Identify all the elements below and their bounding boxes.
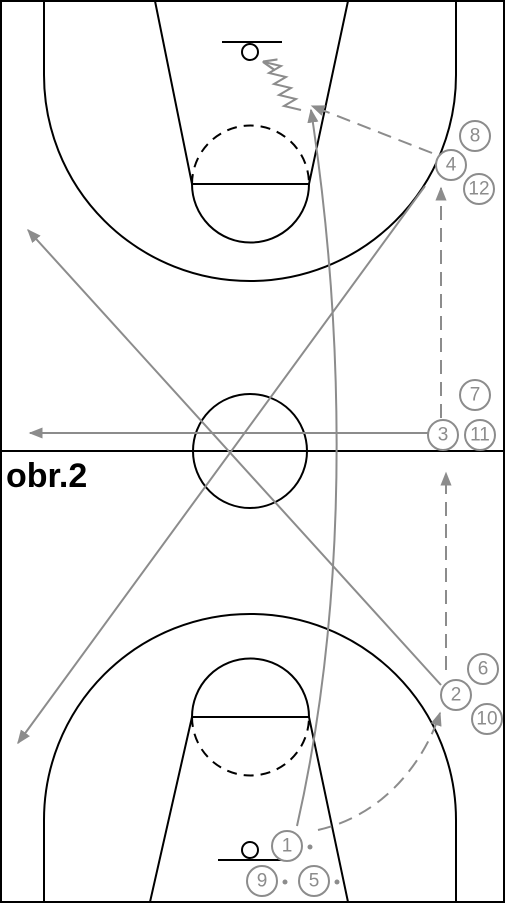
player-1: 1 — [271, 830, 303, 862]
cut-path-player-1 — [296, 108, 338, 827]
player-number: 10 — [476, 709, 497, 730]
top-key-lane — [154, 0, 349, 185]
player-3: 3 — [427, 419, 459, 451]
ball-dot — [282, 879, 288, 885]
player-number: 12 — [468, 179, 489, 200]
bottom-hoop — [241, 841, 259, 859]
player-number: 6 — [478, 659, 489, 680]
ball-dot — [307, 844, 313, 850]
player-9: 9 — [246, 865, 278, 897]
player-6: 6 — [467, 653, 499, 685]
player-number: 8 — [470, 126, 481, 147]
bottom-three-point-arc — [43, 613, 457, 902]
center-circle — [192, 393, 308, 509]
run-path-player-4 — [17, 185, 426, 745]
player-5: 5 — [298, 865, 330, 897]
pass-4-to-shooter — [310, 105, 433, 154]
player-number: 5 — [309, 871, 320, 892]
bottom-free-throw-circle-dashed — [191, 716, 310, 777]
player-10: 10 — [471, 703, 503, 735]
ball-dot — [334, 879, 340, 885]
top-hoop — [241, 43, 259, 61]
player-8: 8 — [459, 120, 491, 152]
player-2: 2 — [440, 679, 472, 711]
player-number: 7 — [470, 385, 481, 406]
player-7: 7 — [459, 379, 491, 411]
top-free-throw-circle-dashed — [191, 124, 310, 185]
player-12: 12 — [463, 173, 495, 205]
run-path-player-2 — [27, 228, 442, 686]
player-number: 3 — [438, 425, 449, 446]
player-4: 4 — [435, 149, 467, 181]
player-number: 2 — [451, 685, 462, 706]
pass-1-to-2 — [317, 711, 442, 831]
bottom-free-throw-circle-solid — [191, 657, 310, 718]
player-number: 9 — [257, 871, 268, 892]
player-number: 11 — [470, 425, 490, 446]
player-11: 11 — [464, 419, 496, 451]
player-number: 1 — [282, 836, 293, 857]
figure-label: obr.2 — [6, 457, 87, 495]
player-number: 4 — [446, 155, 457, 176]
top-free-throw-circle-solid — [191, 183, 310, 244]
dribble-path — [264, 62, 302, 111]
bottom-key-lane — [149, 716, 349, 903]
